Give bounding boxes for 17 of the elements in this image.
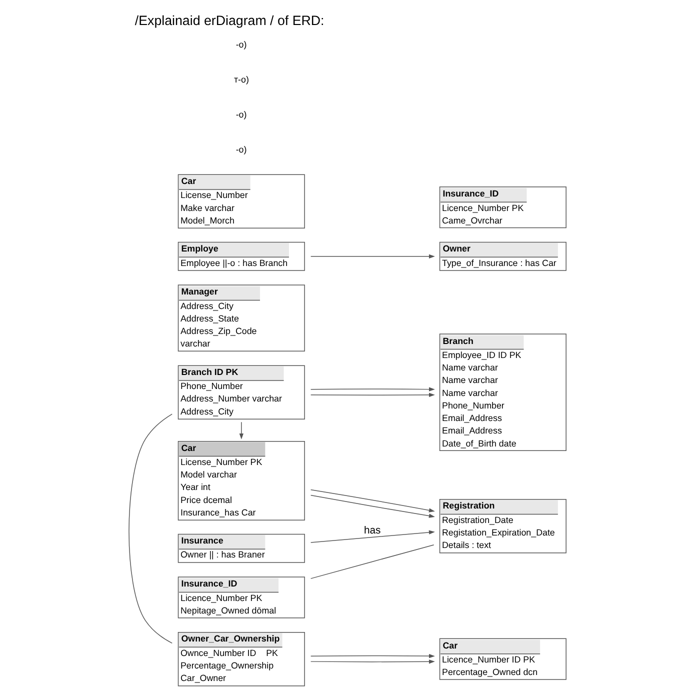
arrow: [310, 254, 434, 258]
arrow: [310, 387, 434, 392]
diagram-title: /Explainaid erDiagram / of ERD:: [134, 12, 324, 28]
label: -o): [235, 110, 246, 120]
connector: [310, 544, 434, 579]
label: -o): [235, 40, 246, 50]
arrow: [310, 489, 434, 512]
label: -o): [235, 144, 246, 154]
edge-label: has: [364, 526, 380, 537]
arrow: [310, 660, 434, 664]
connector: [128, 414, 172, 644]
label: т-o): [233, 74, 248, 85]
arrow: [310, 392, 434, 397]
arrow: [310, 654, 434, 658]
arrow: [238, 422, 243, 440]
arrow: [310, 530, 434, 543]
arrow: [310, 494, 434, 518]
